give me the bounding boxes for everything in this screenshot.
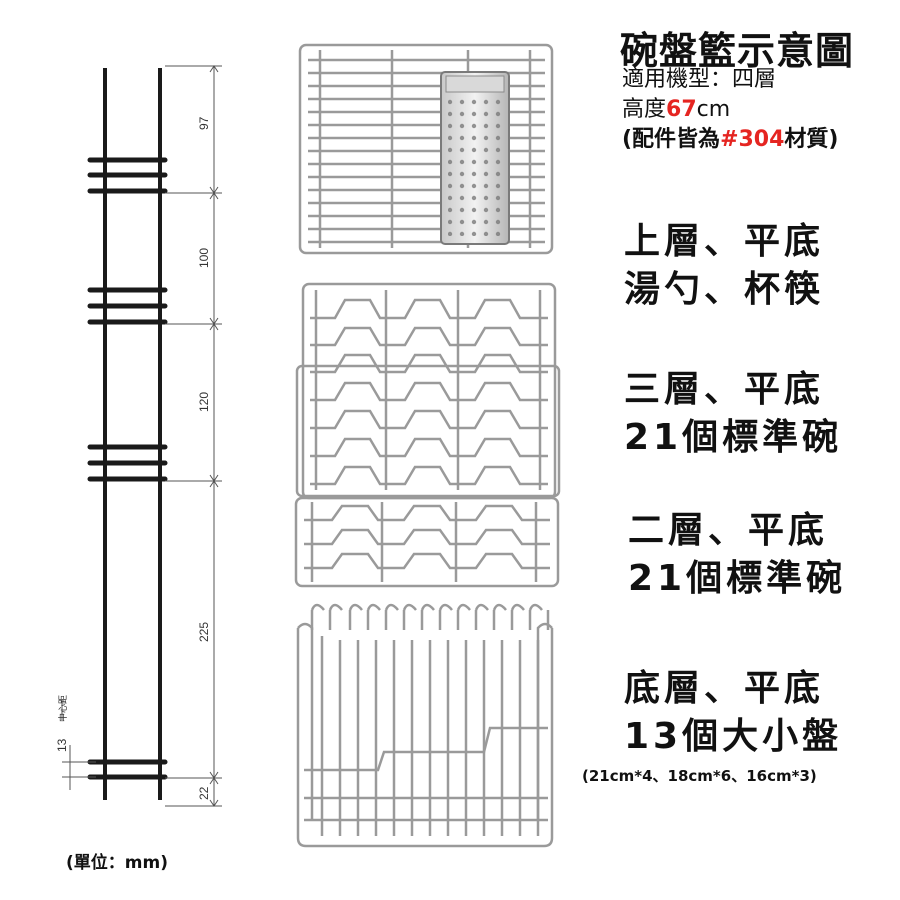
layer-second-label: 二層、平底 21個標準碗 <box>628 507 846 603</box>
applicable-model: 適用機型：四層 <box>622 67 777 92</box>
bottom-basket-image <box>296 603 554 848</box>
layer-third-line1: 三層、平底 <box>624 369 825 410</box>
material-prefix: (配件皆為 <box>622 127 721 152</box>
layer-second-line1: 二層、平底 <box>628 510 829 551</box>
dim-label-225: 225 <box>197 622 211 642</box>
side-view-drawing <box>87 68 168 800</box>
dim-label-22: 22 <box>197 786 211 800</box>
dim-label-100: 100 <box>197 248 211 268</box>
top-basket-image <box>298 43 554 255</box>
layer-top-line2: 湯勺、杯筷 <box>624 269 825 310</box>
height-prefix: 高度 <box>622 97 667 122</box>
height-info: 高度67cm <box>622 96 730 124</box>
third-layer-basket-image <box>295 282 561 500</box>
layer-third-label: 三層、平底 21個標準碗 <box>624 366 842 462</box>
height-value: 67 <box>666 97 697 122</box>
layer-bottom-line2: 13個大小盤 <box>624 716 843 757</box>
layer-second-line2: 21個標準碗 <box>628 558 847 599</box>
dim-label-center-distance: 中心距 <box>57 695 68 722</box>
layer-bottom-label: 底層、平底 13個大小盤 <box>624 665 842 761</box>
material-suffix: 材質) <box>784 127 839 152</box>
dimension-lines <box>61 65 222 807</box>
dimension-labels: 97 100 120 225 22 13 中心距 <box>55 116 211 800</box>
dim-label-97: 97 <box>197 116 211 130</box>
material-info: (配件皆為#304材質) <box>622 126 838 154</box>
material-value: #304 <box>720 127 785 152</box>
unit-label: (單位：mm) <box>66 853 168 873</box>
utensil-tray-image <box>440 71 510 245</box>
layer-top-line1: 上層、平底 <box>624 221 825 262</box>
dim-label-120: 120 <box>197 392 211 412</box>
layer-bottom-line1: 底層、平底 <box>624 668 825 709</box>
layer-bottom-plate-note: (21cm*4、18cm*6、16cm*3) <box>582 767 817 785</box>
dim-label-13: 13 <box>55 738 69 752</box>
second-layer-basket-image <box>294 496 560 588</box>
diagram-title: 碗盤籃示意圖 <box>620 29 855 73</box>
layer-third-line2: 21個標準碗 <box>624 417 843 458</box>
height-unit: cm <box>696 97 731 122</box>
layer-top-label: 上層、平底 湯勺、杯筷 <box>624 218 824 314</box>
